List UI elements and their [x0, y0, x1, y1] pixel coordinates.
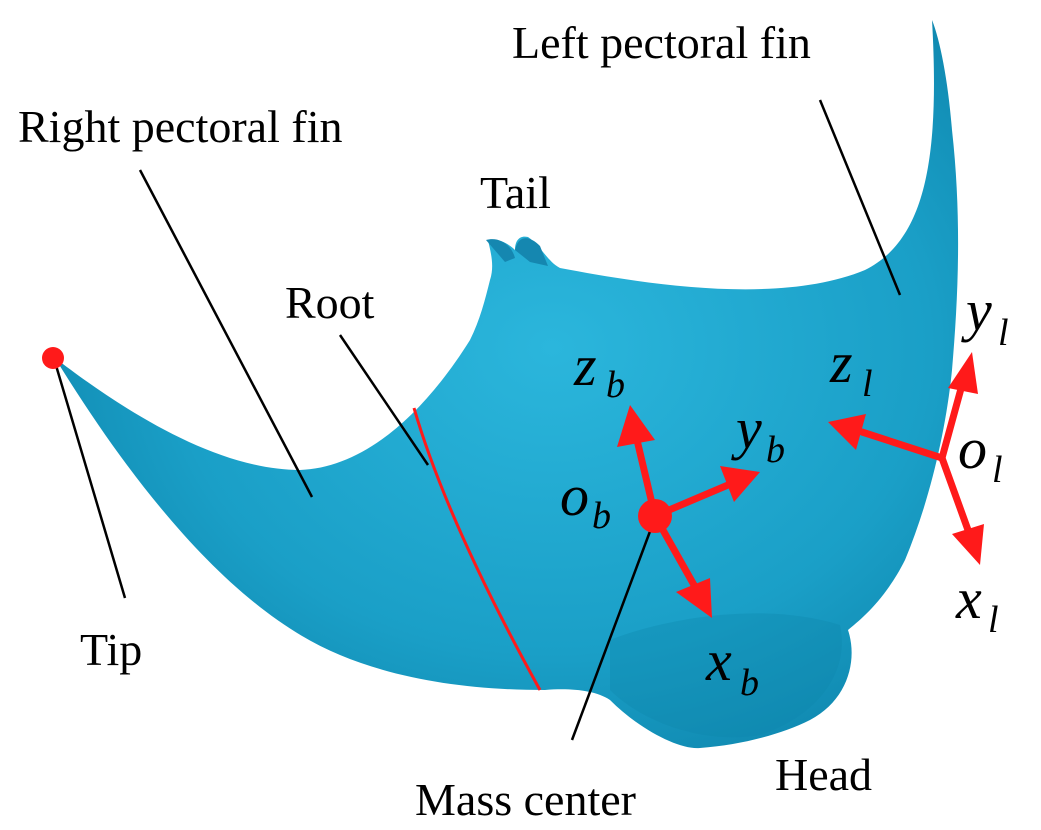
local-y-sub: l	[998, 312, 1009, 354]
local-z-axis	[858, 428, 946, 462]
body-z-sub: b	[606, 364, 625, 406]
label-body-x: x b	[705, 628, 759, 704]
body-y-sub: b	[766, 429, 785, 471]
body-y-arrowhead	[720, 466, 760, 502]
local-z-arrowhead	[828, 414, 866, 450]
label-right-pectoral-fin: Right pectoral fin	[18, 101, 342, 152]
body-z-arrowhead	[617, 405, 655, 447]
label-body-o: o b	[560, 463, 611, 537]
head-shading	[610, 613, 842, 738]
body-x-arrowhead	[676, 578, 712, 618]
body-z-main: z	[573, 333, 597, 398]
label-local-z: z l	[829, 330, 873, 405]
local-x-axis	[938, 454, 972, 534]
label-local-y: y l	[961, 278, 1009, 354]
body-o-main: o	[560, 463, 589, 528]
local-z-sub: l	[862, 363, 873, 405]
label-local-o: o l	[958, 416, 1003, 491]
leader-right-pectoral-fin	[138, 169, 314, 498]
body-frame	[617, 405, 760, 618]
leader-root	[338, 334, 430, 466]
label-body-z: z b	[573, 333, 625, 406]
manta-ray-body	[55, 20, 959, 749]
body-x-main: x	[705, 628, 732, 693]
label-mass-center: Mass center	[415, 774, 636, 825]
label-body-y: y b	[731, 396, 785, 471]
mass-center-marker	[638, 499, 672, 533]
leader-tip	[53, 361, 127, 599]
label-left-pectoral-fin: Left pectoral fin	[512, 17, 811, 68]
local-x-arrowhead	[952, 524, 984, 565]
label-local-x: x l	[955, 566, 999, 641]
local-frame	[828, 352, 984, 565]
local-y-axis	[938, 381, 966, 462]
tip-marker	[42, 347, 64, 369]
body-y-main: y	[731, 396, 762, 461]
local-y-main: y	[961, 278, 992, 343]
label-tip: Tip	[80, 624, 142, 675]
local-o-sub: l	[992, 449, 1003, 491]
local-x-sub: l	[988, 599, 999, 641]
label-head: Head	[775, 749, 872, 800]
body-x-sub: b	[740, 662, 759, 704]
local-x-main: x	[955, 566, 982, 631]
label-tail: Tail	[480, 167, 551, 218]
local-z-main: z	[829, 330, 853, 395]
leader-mass-center	[570, 517, 657, 741]
label-root: Root	[285, 277, 375, 328]
body-o-sub: b	[592, 495, 611, 537]
local-y-arrowhead	[948, 352, 978, 394]
root-curve	[412, 407, 542, 691]
leader-left-pectoral-fin	[818, 99, 902, 296]
tail-fins	[486, 238, 548, 266]
local-o-main: o	[958, 416, 987, 481]
